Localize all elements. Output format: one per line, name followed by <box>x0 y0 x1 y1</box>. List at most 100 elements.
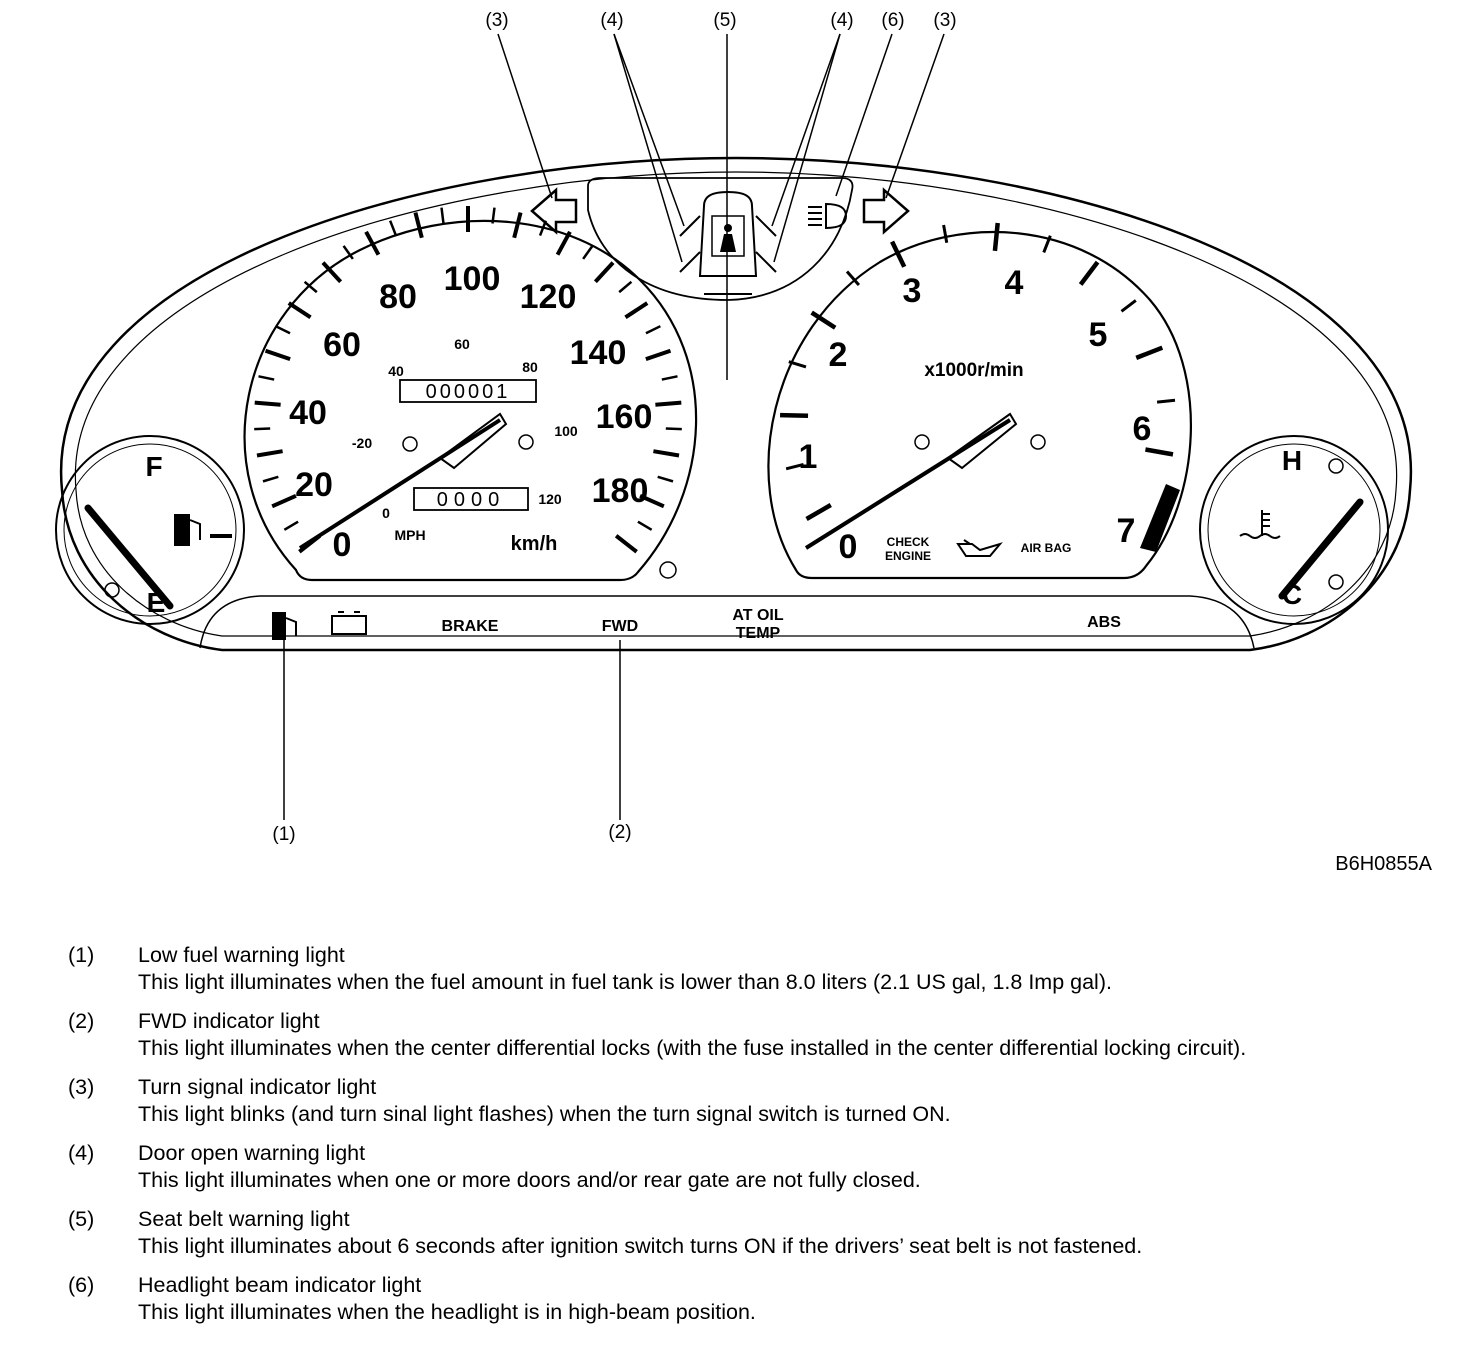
temp-screw-bottom <box>1328 574 1344 590</box>
redline-zone <box>1140 484 1180 552</box>
tripmeter-window <box>413 487 529 511</box>
fuel-full-label: F <box>145 451 162 482</box>
coolant-temp-icon <box>1239 510 1281 539</box>
dial-tick <box>653 449 680 458</box>
speedometer-needle <box>298 418 502 550</box>
legend-title: Low fuel warning light <box>138 943 345 967</box>
dial-tick <box>582 245 594 260</box>
odometer-digits: 000001 <box>426 381 511 403</box>
dial-tick <box>258 375 275 381</box>
left-turn-signal-icon <box>530 187 578 235</box>
dial-tick <box>785 462 804 471</box>
leader-lines <box>283 33 945 820</box>
legend-description: This light blinks (and turn sinal light … <box>138 1102 951 1126</box>
tachometer: 0 1 2 3 4 5 6 7 x1000r/min CHECK ENGINE … <box>767 222 1192 580</box>
dial-tick <box>788 360 807 369</box>
callout-5: (5) <box>713 10 736 31</box>
dial-tick <box>321 261 343 284</box>
speedo-screw-left <box>402 436 418 452</box>
callout-3-left: (3) <box>485 10 508 31</box>
mph-label-120: 120 <box>538 491 562 507</box>
temperature-gauge: H C <box>1199 435 1389 625</box>
kmh-label-20: 20 <box>295 466 333 504</box>
figure-code: B6H0855A <box>1335 853 1432 875</box>
rpm-label-2: 2 <box>829 336 848 374</box>
fuel-pump-icon <box>174 514 201 546</box>
kmh-label-100: 100 <box>444 260 501 298</box>
instrument-cluster-diagram: 0 20 40 60 80 100 120 140 160 180 0 -20 … <box>55 10 1433 875</box>
fuel-screw <box>104 582 120 598</box>
mph-label-40: 40 <box>388 363 404 379</box>
mph-unit: MPH <box>394 527 425 543</box>
legend-title: Headlight beam indicator light <box>138 1273 422 1297</box>
mph-label-100: 100 <box>554 423 578 439</box>
dial-tick <box>491 207 496 224</box>
dial-tick <box>655 400 682 407</box>
fuel-needle <box>84 504 174 610</box>
dial-tick <box>271 493 297 509</box>
legend-title: Door open warning light <box>138 1141 366 1165</box>
warning-lamp-strip <box>199 595 1255 649</box>
legend-number: (3) <box>68 1075 95 1099</box>
dial-tick <box>805 503 832 521</box>
rpm-label-4: 4 <box>1005 264 1024 302</box>
legend-title: Seat belt warning light <box>138 1207 350 1231</box>
speedometer-face <box>243 219 698 582</box>
legend-number: (4) <box>68 1141 95 1165</box>
dial-tick <box>1042 235 1052 253</box>
high-beam-icon <box>808 202 848 230</box>
dial-tick <box>614 534 638 554</box>
door-open-icon <box>679 190 777 277</box>
dial-tick <box>413 212 424 239</box>
callout-4-right: (4) <box>830 10 853 31</box>
check-engine-line1: CHECK <box>887 535 930 549</box>
tachometer-face <box>767 231 1192 580</box>
mph-label-80: 80 <box>522 359 538 375</box>
dial-tick <box>254 427 271 431</box>
kmh-label-40: 40 <box>289 394 327 432</box>
temp-hot-label: H <box>1282 445 1302 476</box>
dial-tick <box>942 224 949 243</box>
kmh-label-120: 120 <box>520 278 577 316</box>
dial-tick <box>1145 447 1174 457</box>
cluster-inner-rim <box>74 171 1398 637</box>
dial-tick <box>661 375 678 381</box>
fwd-lamp-label: FWD <box>602 618 638 635</box>
dial-tick <box>512 212 523 239</box>
dial-tick <box>262 475 279 483</box>
dial-tick <box>639 493 665 509</box>
rpm-label-7: 7 <box>1117 512 1136 550</box>
dial-tick <box>657 475 674 483</box>
rpm-label-6: 6 <box>1133 410 1152 448</box>
rpm-label-3: 3 <box>903 272 922 310</box>
temp-screw-top <box>1328 458 1344 474</box>
dial-tick <box>992 222 1000 252</box>
odometer-window <box>399 379 537 403</box>
dial-tick <box>287 301 312 319</box>
mph-label-0: 0 <box>382 505 390 521</box>
speedometer: 0 20 40 60 80 100 120 140 160 180 0 -20 … <box>243 206 698 582</box>
dial-tick <box>665 427 682 431</box>
legend-title: Turn signal indicator light <box>138 1075 377 1099</box>
dial-tick <box>342 245 354 260</box>
legend-number: (6) <box>68 1273 95 1297</box>
mph-label-20: -20 <box>352 435 372 451</box>
dial-tick <box>275 325 291 335</box>
dial-tick <box>555 230 572 256</box>
airbag-label: AIR BAG <box>1021 541 1072 555</box>
dial-tick <box>810 310 837 330</box>
kmh-label-80: 80 <box>379 278 417 316</box>
mph-label-60: 60 <box>454 336 470 352</box>
tacho-screw-left <box>914 434 930 450</box>
dial-tick <box>364 230 381 256</box>
rpm-label-1: 1 <box>799 438 818 476</box>
